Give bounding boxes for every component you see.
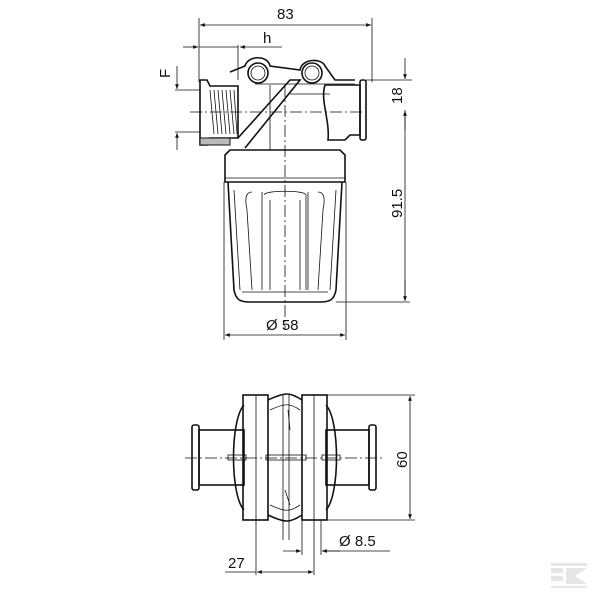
dim-h: h [263, 30, 271, 47]
dim-18: 18 [389, 87, 406, 104]
dim-diameter-8-5: Ø 8.5 [339, 533, 376, 550]
front-view: 83 h F 18 [157, 6, 412, 340]
dim-F: F [157, 69, 174, 78]
dim-60: 60 [394, 451, 411, 468]
dim-diameter-58: Ø 58 [266, 317, 299, 334]
dim-83: 83 [277, 6, 294, 23]
top-view: 60 Ø 8.5 27 [185, 393, 415, 575]
dim-27: 27 [228, 555, 245, 572]
k-logo-icon [551, 563, 587, 588]
dim-91-5: 91.5 [389, 189, 406, 218]
